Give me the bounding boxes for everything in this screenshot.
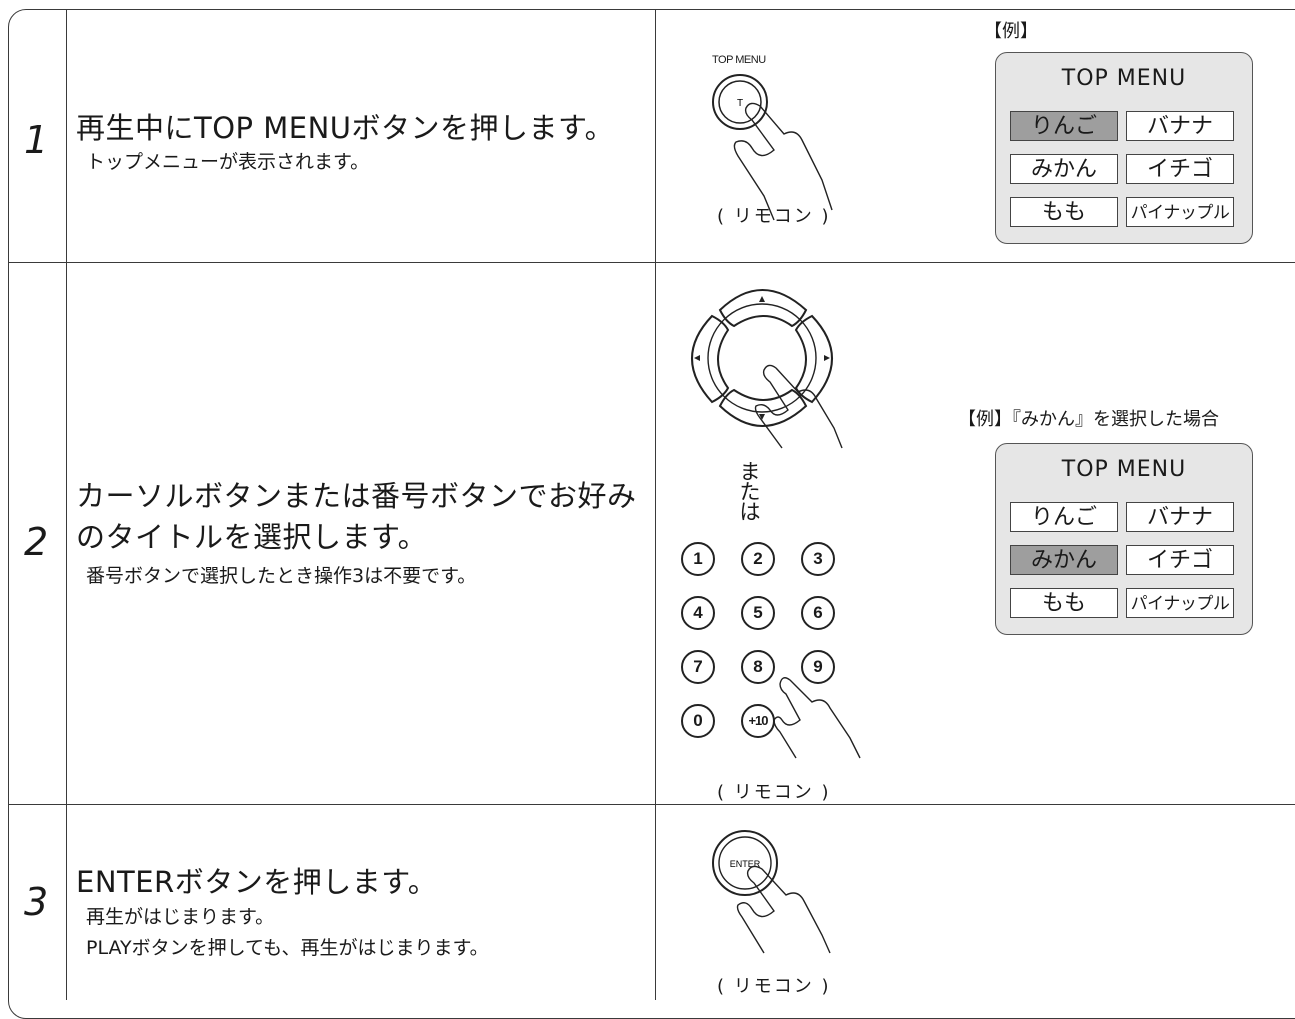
hand-icon	[733, 102, 833, 221]
example-2-item-banana[interactable]: バナナ	[1126, 502, 1234, 532]
or-char-1: ま	[739, 460, 761, 484]
step-1-sub: トップメニューが表示されます。	[86, 151, 370, 173]
up-arrow-icon	[759, 296, 765, 302]
enter-button-outer	[712, 830, 778, 896]
step-2-remote-caption: ( リモコン )	[717, 782, 831, 803]
keypad-button-8[interactable]: 8	[741, 650, 775, 684]
right-arrow-icon	[824, 355, 830, 361]
left-arrow-icon	[694, 355, 700, 361]
step-3-sub-line-2: PLAYボタンを押しても、再生がはじまります。	[86, 937, 489, 959]
enter-button-key: ENTER	[730, 859, 761, 869]
row-divider-1	[9, 262, 1295, 263]
example-2-menu-title: TOP MENU	[1061, 457, 1187, 482]
example-2-item-mikan[interactable]: みかん	[1010, 545, 1118, 575]
example-1-menu-title: TOP MENU	[1061, 66, 1187, 91]
hand-icon	[736, 865, 831, 954]
top-menu-button-inner	[718, 80, 762, 124]
example-2-item-ichigo[interactable]: イチゴ	[1126, 545, 1234, 575]
hand-icon	[773, 677, 861, 759]
step-3-number: 3	[24, 880, 49, 924]
example-1-item-mikan[interactable]: みかん	[1010, 154, 1118, 184]
top-menu-button-illustration: T	[712, 74, 833, 221]
cursor-left-button	[691, 314, 730, 404]
example-2-item-momo[interactable]: もも	[1010, 588, 1118, 618]
step-2-number: 2	[24, 520, 49, 564]
keypad-button-3[interactable]: 3	[801, 542, 835, 576]
step-1-title: 再生中にTOP MENUボタンを押します。	[76, 111, 615, 145]
keypad-button-plus10[interactable]: +10	[741, 704, 775, 738]
step-3-remote-caption: ( リモコン )	[717, 976, 831, 997]
step-2-title-line-1: カーソルボタンまたは番号ボタンでお好み	[76, 479, 637, 513]
example-1-item-banana[interactable]: バナナ	[1126, 111, 1234, 141]
example-1-item-pineapple[interactable]: パイナップル	[1126, 197, 1234, 227]
example-1-item-ringo[interactable]: りんご	[1010, 111, 1118, 141]
cursor-right-button	[794, 314, 833, 404]
top-menu-button-key: T	[737, 98, 743, 109]
top-menu-button-outer	[712, 74, 768, 130]
keypad-hand-illustration	[773, 677, 861, 759]
cursor-up-button	[718, 289, 808, 328]
example-2-item-ringo[interactable]: りんご	[1010, 502, 1118, 532]
hand-icon	[754, 364, 843, 449]
keypad-button-1[interactable]: 1	[681, 542, 715, 576]
keypad-button-7[interactable]: 7	[681, 650, 715, 684]
keypad-button-6[interactable]: 6	[801, 596, 835, 630]
step-2-title-line-2: のタイトルを選択します。	[76, 520, 428, 554]
example-1-top-menu: TOP MENU りんご バナナ みかん イチゴ もも パイナップル	[995, 52, 1253, 244]
step-2-sub: 番号ボタンで選択したとき操作3は不要です。	[86, 565, 477, 587]
example-1-item-momo[interactable]: もも	[1010, 197, 1118, 227]
keypad-button-5[interactable]: 5	[741, 596, 775, 630]
top-menu-button-label: TOP MENU	[712, 54, 766, 66]
enter-button-inner	[718, 836, 772, 890]
step-1-remote-caption: ( リモコン )	[717, 206, 831, 227]
step-1-number: 1	[24, 118, 49, 162]
keypad-button-9[interactable]: 9	[801, 650, 835, 684]
or-char-3: は	[739, 500, 761, 524]
column-divider-left	[66, 10, 67, 1000]
cursor-pad-center	[707, 303, 817, 413]
column-divider-middle	[655, 10, 656, 1000]
example-1-label: 【例】	[984, 21, 1038, 42]
keypad-button-2[interactable]: 2	[741, 542, 775, 576]
example-2-label: 【例】『みかん』を選択した場合	[958, 409, 1219, 430]
keypad-button-4[interactable]: 4	[681, 596, 715, 630]
example-2-top-menu: TOP MENU りんご バナナ みかん イチゴ もも パイナップル	[995, 443, 1253, 635]
cursor-down-button	[718, 388, 808, 427]
or-char-2: た	[739, 480, 761, 504]
keypad-button-0[interactable]: 0	[681, 704, 715, 738]
example-2-item-pineapple[interactable]: パイナップル	[1126, 588, 1234, 618]
step-3-title: ENTERボタンを押します。	[76, 865, 438, 899]
step-3-sub-line-1: 再生がはじまります。	[86, 906, 275, 928]
enter-button-illustration: ENTER	[712, 830, 831, 954]
row-divider-2	[9, 804, 1295, 805]
cursor-pad-illustration	[691, 289, 843, 449]
example-1-item-ichigo[interactable]: イチゴ	[1126, 154, 1234, 184]
down-arrow-icon	[759, 414, 765, 420]
